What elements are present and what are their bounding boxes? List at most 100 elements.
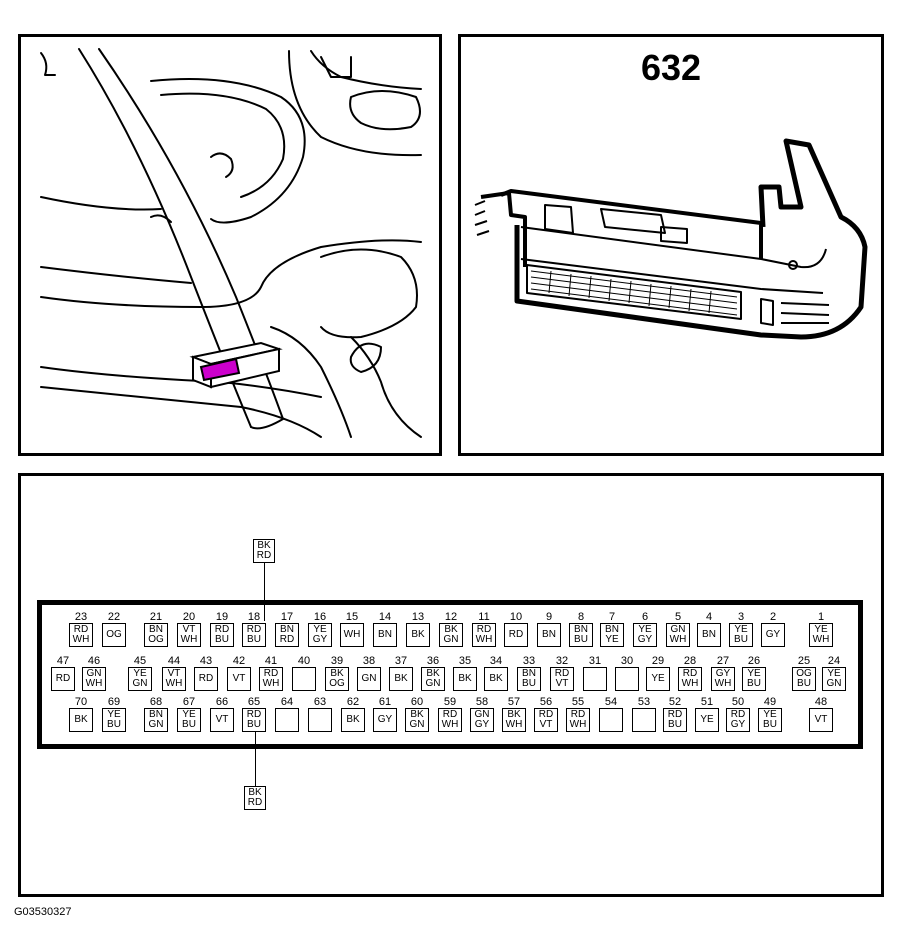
pin-number: 43 <box>199 655 213 667</box>
upper-wire-tag-color-1: BK <box>257 540 271 551</box>
pin-cavity: BK <box>406 623 430 647</box>
pin-number: 28 <box>683 655 697 667</box>
wire-color-code: GN <box>670 624 686 635</box>
pin-cavity: RD <box>504 623 528 647</box>
pin-number: 6 <box>641 611 649 623</box>
wire-color-code: BU <box>747 678 761 689</box>
pin-number: 17 <box>280 611 294 623</box>
wire-color-code: GY <box>637 634 653 645</box>
wire-color-code: YE <box>734 624 748 635</box>
wire-color-code: BN <box>605 624 619 635</box>
pin-number: 36 <box>426 655 440 667</box>
pin-31: 31 <box>583 655 607 691</box>
figure-code: G03530327 <box>14 906 72 918</box>
wire-color-code: VT <box>814 714 828 725</box>
pin-cavity <box>583 667 607 691</box>
pin-number: 13 <box>411 611 425 623</box>
pin-number: 22 <box>107 611 121 623</box>
pin-number: 12 <box>444 611 458 623</box>
pin-number: 37 <box>394 655 408 667</box>
pin-number: 47 <box>56 655 70 667</box>
wire-color-code: RD <box>263 668 279 679</box>
wire-color-code: BK <box>507 709 521 720</box>
wire-color-code: OG <box>106 629 122 640</box>
wire-color-code: RD <box>55 673 71 684</box>
wire-color-code: RD <box>682 668 698 679</box>
pin-number: 53 <box>637 696 651 708</box>
wire-color-code: BU <box>763 719 777 730</box>
pin-number: 3 <box>737 611 745 623</box>
wire-color-code: GY <box>765 629 781 640</box>
pin-cavity: RD <box>194 667 218 691</box>
pin-cavity: OG <box>102 623 126 647</box>
wire-color-code: RD <box>279 634 295 645</box>
pin-number: 19 <box>215 611 229 623</box>
pin-number: 9 <box>545 611 553 623</box>
wire-color-code: BK <box>489 673 503 684</box>
wire-color-code: YE <box>814 624 828 635</box>
pin-cavity <box>308 708 332 732</box>
pin-cavity: BK <box>484 667 508 691</box>
pin-number: 14 <box>378 611 392 623</box>
pin-number: 11 <box>478 611 490 623</box>
wire-color-code: VT <box>182 624 196 635</box>
wire-color-code: BU <box>247 719 261 730</box>
pin-number: 21 <box>149 611 163 623</box>
wire-color-code: OG <box>796 668 812 679</box>
pin-number: 30 <box>620 655 634 667</box>
pin-number: 55 <box>571 696 585 708</box>
wire-color-code: YE <box>700 714 714 725</box>
wire-color-code: WH <box>505 719 523 730</box>
wire-color-code: YE <box>747 668 761 679</box>
pin-number: 51 <box>700 696 714 708</box>
upper-wire-tag-color-2: RD <box>256 550 272 561</box>
wire-color-code: BN <box>378 629 392 640</box>
wire-color-code: WH <box>569 719 587 730</box>
wire-color-code: GN <box>425 678 441 689</box>
pin-number: 57 <box>507 696 521 708</box>
lower-wire-tag-color-1: BK <box>248 787 262 798</box>
wire-color-code: BK <box>458 673 472 684</box>
wire-color-code: BK <box>74 714 88 725</box>
pin-number: 26 <box>747 655 761 667</box>
lower-wire-tag: BK RD <box>244 786 266 810</box>
wire-color-code: BN <box>149 624 163 635</box>
pin-cavity: GN <box>357 667 381 691</box>
connector-face-frame <box>37 600 863 749</box>
wire-color-code: OG <box>148 634 164 645</box>
pin-number: 1 <box>817 611 825 623</box>
pin-number: 65 <box>247 696 261 708</box>
lower-wire-tag-color-2: RD <box>247 797 263 808</box>
wire-color-code: WH <box>714 678 732 689</box>
